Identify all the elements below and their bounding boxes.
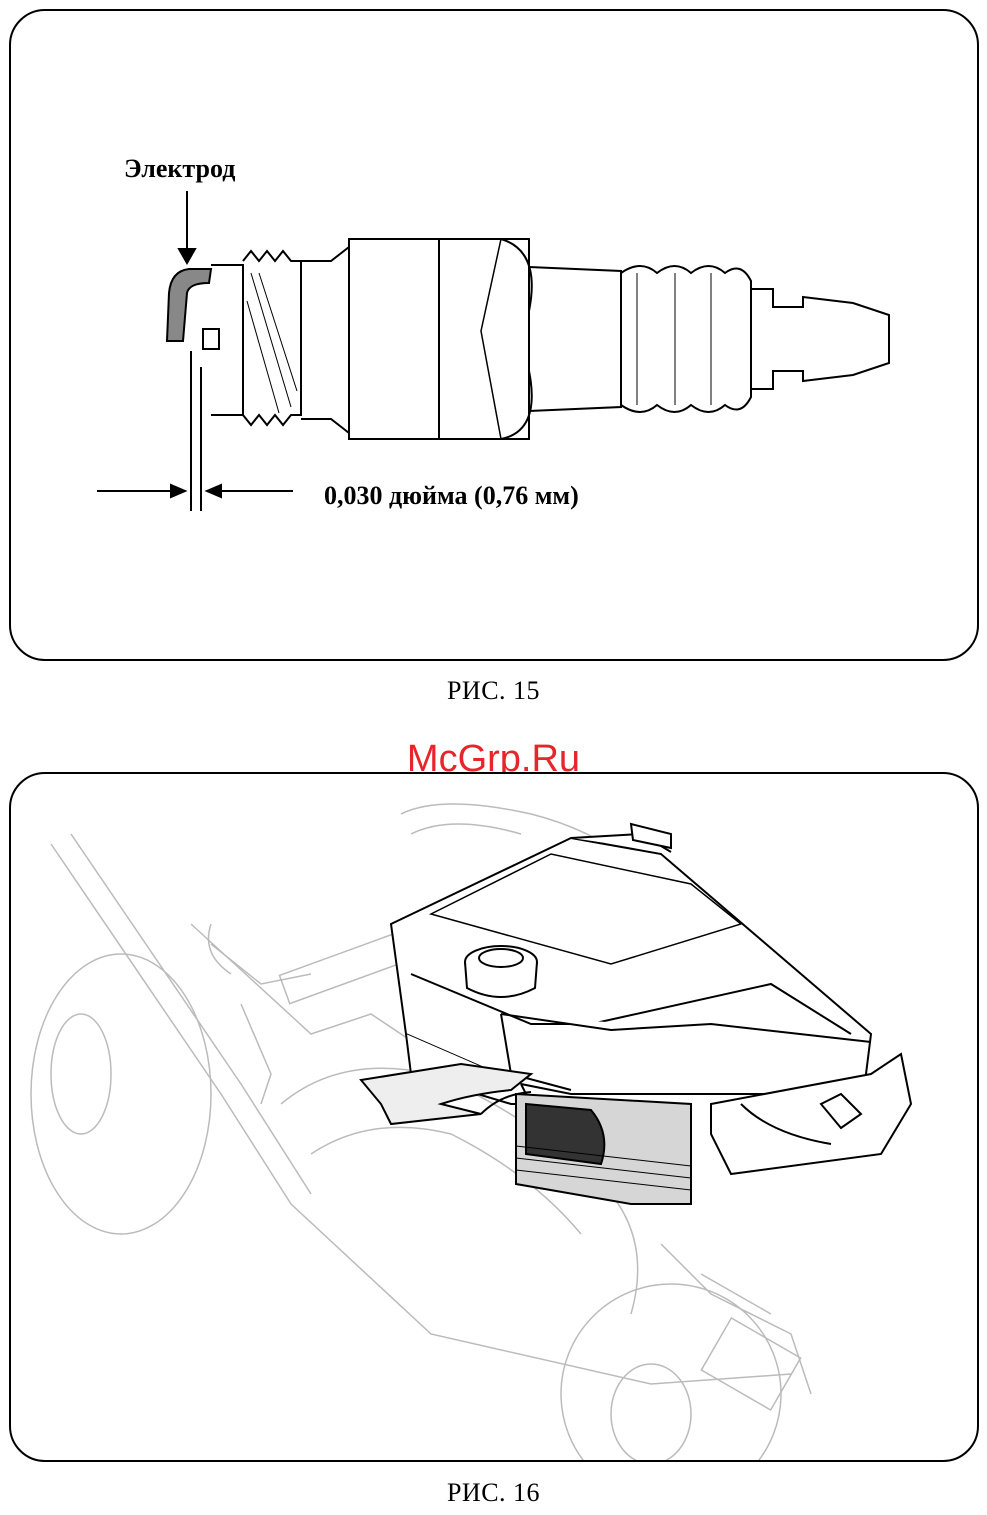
ground-electrode [167,269,211,341]
fuel-cap [465,946,537,997]
rear-wheel [31,954,211,1234]
figure-15-panel: Электрод 0,030 дюйма (0,76 мм) [9,9,979,661]
insulator [529,267,621,411]
front-wheel [561,1284,781,1460]
hex-body-right [439,239,529,439]
thread-line [259,273,297,391]
figure-15-caption: РИС. 15 [0,676,987,706]
electrode-label: Электрод [124,154,235,184]
hex-body-left [349,239,439,439]
spark-plug-drawing [11,11,977,659]
gap-arrow-left-head [171,485,185,497]
center-electrode [203,329,219,349]
hex-curve [501,239,532,439]
hex-facet [439,239,501,439]
thread-line [247,301,279,413]
gap-label: 0,030 дюйма (0,76 мм) [324,481,579,511]
figure-16-caption: РИС. 16 [0,1478,987,1508]
terminal [751,289,889,389]
thread-line [251,273,291,407]
mower-engine-drawing [11,774,977,1460]
thread-profile [243,251,301,425]
electrode-arrow-head [179,249,195,263]
figure-16-panel [9,772,979,1462]
thread-base [211,265,243,415]
gap-arrow-right-head [207,485,221,497]
insulator-ribs [621,266,751,412]
plug-neck [301,247,349,433]
